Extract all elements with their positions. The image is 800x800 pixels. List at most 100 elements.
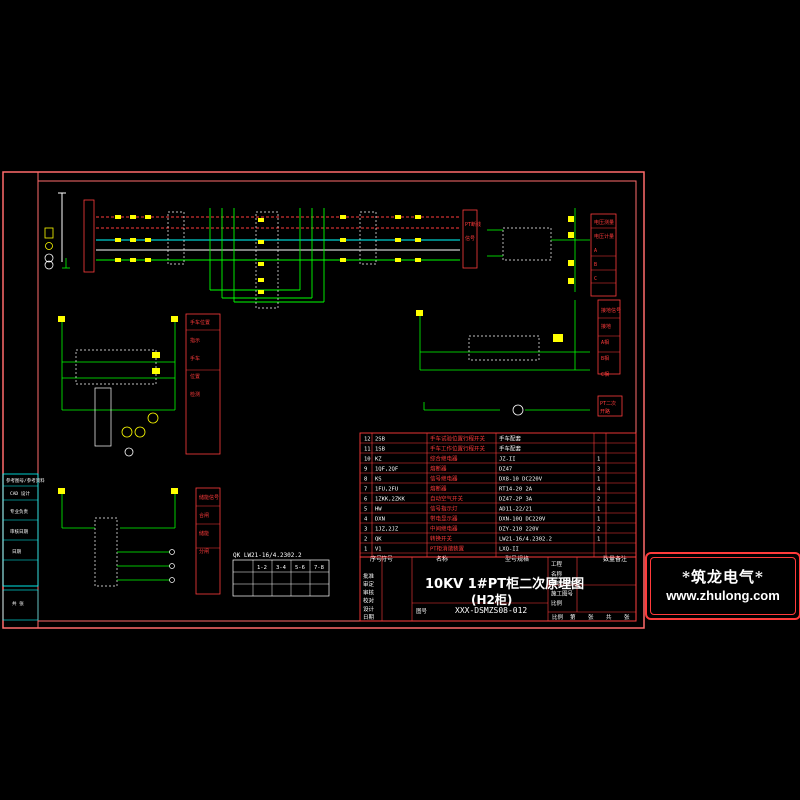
left-sidebar: 参考图号/参考资料 CAD 设计 专业负责 审核日期 日期 共 张 xyxy=(2,473,45,621)
bom-cell-no: 12 xyxy=(364,437,371,443)
left-mid-label-3: 位置 xyxy=(190,373,200,380)
switch-col-3: 5-6 xyxy=(295,565,305,571)
bom-cell-code: DXN xyxy=(375,517,385,523)
bom-cell-spec: 手车配套 xyxy=(499,435,522,443)
logo-inner-border xyxy=(650,557,796,615)
title-block-bottom-1: 第 xyxy=(570,613,576,621)
bom-cell-code: 1SB xyxy=(375,447,386,453)
left-low-label-0: 储能信号 xyxy=(199,494,219,501)
bom-cell-qty: 4 xyxy=(597,487,601,493)
bom-cell-code: HW xyxy=(375,507,382,513)
right-middle-circuit xyxy=(416,299,621,375)
right-middle-label-1: 接地 xyxy=(601,323,611,330)
bom-cell-qty: 2 xyxy=(597,497,600,503)
bom-cell-no: 2 xyxy=(364,537,367,543)
bom-cell-qty: 1 xyxy=(597,507,600,513)
bom-cell-name: PT柜消谐装置 xyxy=(430,545,465,553)
bom-cell-code: KS xyxy=(375,477,382,483)
bom-cell-spec: DXN-10Q DC220V xyxy=(499,517,546,523)
switch-contact-table: QK LW21-16/4.2302.2 1-2 3-4 5-6 7-8 xyxy=(232,552,330,597)
drawing-number-label: 图号 xyxy=(416,607,428,615)
drawing-subtitle: (H2柜) xyxy=(471,593,513,607)
bom-cell-code: 2SB xyxy=(375,437,386,443)
pt-open-label-0: PT二次 xyxy=(600,400,616,407)
sidebar-label-5: 共 张 xyxy=(12,600,24,607)
left-mid-label-1: 指示 xyxy=(190,337,200,344)
zhulong-logo[interactable]: *筑龙电气* www.zhulong.com xyxy=(645,552,800,620)
sidebar-label-0: 参考图号/参考资料 xyxy=(6,477,45,484)
bom-cell-spec: RT14-20 2A xyxy=(499,487,533,493)
bom-cell-no: 3 xyxy=(364,527,367,533)
bom-cell-name: 信号继电器 xyxy=(430,475,458,483)
bom-header-qty: 数量 xyxy=(603,555,615,563)
bom-cell-spec: LXQ-II xyxy=(499,547,519,553)
left-low-label-box xyxy=(195,487,221,595)
bom-cell-code: 1ZKK,2ZKK xyxy=(375,497,405,503)
left-low-label-3: 分闸 xyxy=(199,548,209,555)
sidebar-label-3: 审核日期 xyxy=(10,528,28,535)
bom-header-spec: 型号规格 xyxy=(505,555,529,563)
pt-label-box xyxy=(83,199,95,273)
right-upper-label-2: A xyxy=(594,248,597,254)
title-block-right-4: 比例 xyxy=(551,599,563,607)
switch-table-title: QK LW21-16/4.2302.2 xyxy=(233,552,302,559)
bom-cell-spec: DZ47 xyxy=(499,467,512,473)
bom-cell-qty: 1 xyxy=(597,517,600,523)
left-mid-label-0: 手车位置 xyxy=(190,319,210,326)
sidebar-label-2: 专业负责 xyxy=(10,508,28,515)
logo-name: *筑龙电气* xyxy=(682,568,764,586)
right-upper-label-3: B xyxy=(594,262,597,268)
right-middle-label-0: 接地信号 xyxy=(601,307,621,314)
bom-cell-name: 手车试验位置行程开关 xyxy=(430,435,486,443)
bom-header-note: 备注 xyxy=(615,555,627,563)
title-block-left-4: 设计 xyxy=(363,605,375,613)
left-low-label-2: 储能 xyxy=(199,530,209,537)
sidebar-label-4: 日期 xyxy=(12,549,21,555)
switch-col-1: 1-2 xyxy=(257,565,267,571)
title-block-bottom-3: 共 xyxy=(606,613,612,621)
switch-col-2: 3-4 xyxy=(276,565,287,571)
bom-cell-name: 信号指示灯 xyxy=(430,505,458,513)
bom-cell-qty: 1 xyxy=(597,537,600,543)
right-upper-label-4: C xyxy=(594,276,597,282)
switch-col-4: 7-8 xyxy=(314,565,324,571)
inner-frame xyxy=(37,180,637,622)
bom-cell-code: V1 xyxy=(375,547,382,553)
bom-cell-name: 带电显示器 xyxy=(430,515,458,523)
right-middle-label-2: A相 xyxy=(601,339,609,346)
drawing-number: XXX-DSMZS08-012 xyxy=(455,606,528,615)
pt-break-label-1: 信号 xyxy=(465,235,475,242)
left-lower-circuit xyxy=(58,488,178,587)
bom-cell-code: 1JZ,2JZ xyxy=(375,527,399,533)
bom-cell-code: 1QF,2QF xyxy=(375,467,398,473)
bom-cell-name: 中间继电器 xyxy=(430,525,458,533)
left-middle-circuit xyxy=(58,316,178,457)
title-block-left-3: 校对 xyxy=(363,597,375,605)
logo-url[interactable]: www.zhulong.com xyxy=(666,588,780,603)
outer-frame xyxy=(2,171,645,629)
bom-cell-spec: 手车配套 xyxy=(499,445,522,453)
title-block-bottom-4: 张 xyxy=(624,613,630,621)
bom-cell-code: 1FU,2FU xyxy=(375,487,398,493)
left-mid-label-2: 手车 xyxy=(190,355,200,362)
title-block xyxy=(359,556,637,622)
right-middle-label-4: C相 xyxy=(601,371,609,378)
pt-open-label-1: 开路 xyxy=(600,408,610,415)
bom-cell-qty: 2 xyxy=(597,527,600,533)
title-block-right-0: 工程 xyxy=(551,560,563,568)
bom-cell-name: 手车工作位置行程开关 xyxy=(430,445,486,453)
title-block-right-3: 施工图号 xyxy=(551,589,574,597)
bom-cell-spec: DX8-10 DC220V xyxy=(499,477,543,483)
bom-cell-no: 8 xyxy=(364,477,367,483)
pt-primary-symbol xyxy=(44,192,70,270)
bom-cell-no: 9 xyxy=(364,467,367,473)
bom-cell-no: 5 xyxy=(364,507,367,513)
bom-cell-no: 11 xyxy=(364,447,371,453)
right-upper-label-1: 电压计量 xyxy=(594,233,614,240)
bom-cell-no: 1 xyxy=(364,547,367,553)
right-bottom-circuit xyxy=(423,395,623,417)
title-block-right-1: 名称 xyxy=(551,570,563,578)
bom-cell-code: QK xyxy=(375,537,382,543)
